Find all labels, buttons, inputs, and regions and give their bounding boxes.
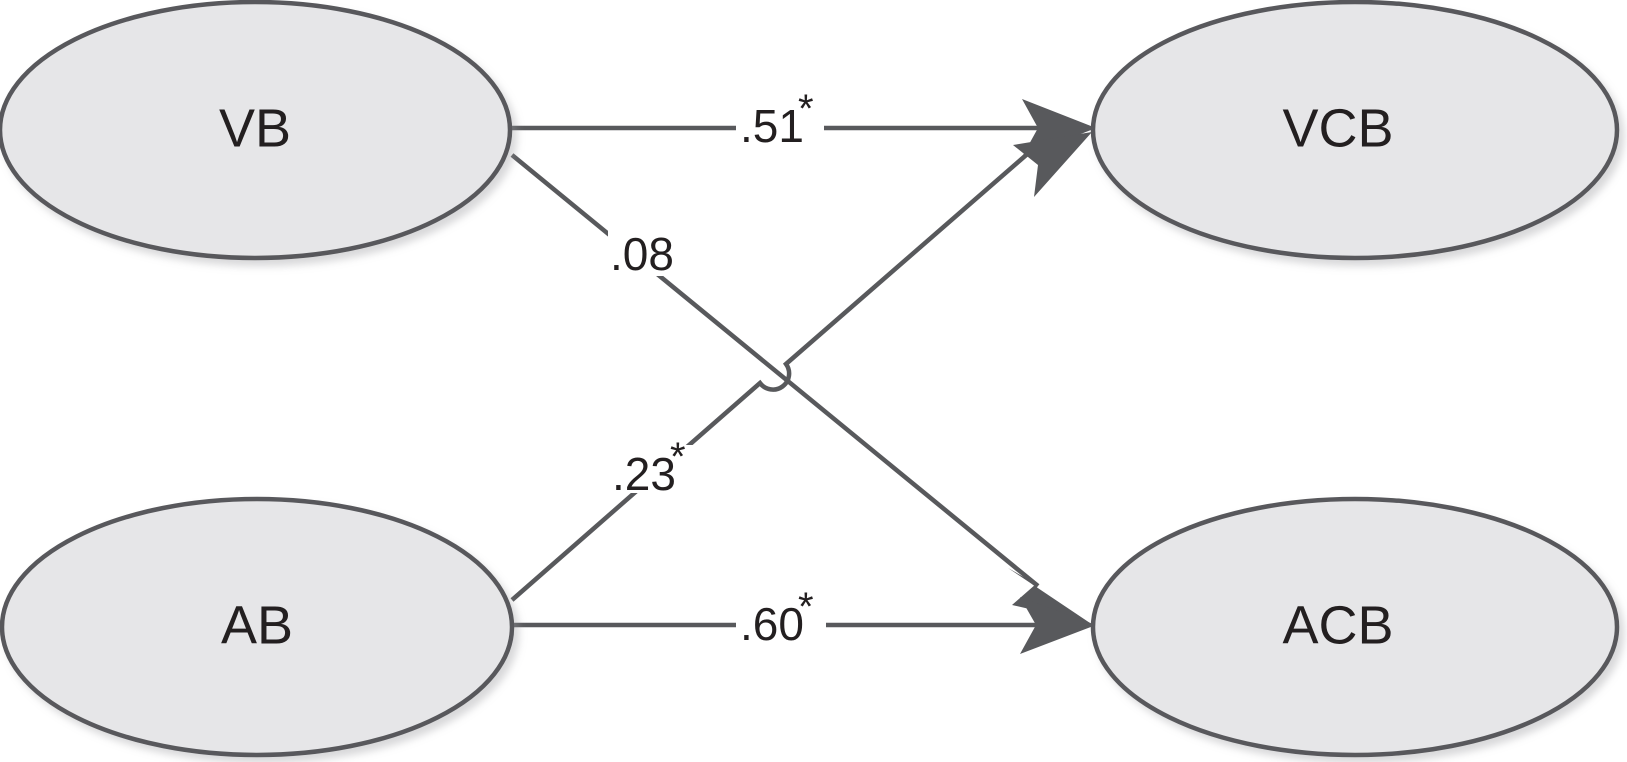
edge-label-ab-acb-mask bbox=[736, 590, 826, 646]
edge-label-ab-vcb-mask bbox=[610, 445, 702, 493]
edge-ab-to-vcb-line bbox=[510, 141, 1042, 602]
edge-label-ab-acb-value: .60 bbox=[740, 598, 804, 650]
node-vb[interactable]: VB bbox=[0, 0, 513, 261]
edge-label-vb-vcb-mask bbox=[736, 92, 824, 148]
node-acb[interactable]: ACB bbox=[1090, 496, 1620, 758]
edge-vb-to-acb-arrowhead bbox=[1008, 568, 1090, 623]
edge-vb-to-acb[interactable] bbox=[510, 153, 1090, 623]
node-acb-label: ACB bbox=[1282, 595, 1393, 655]
edge-label-vb-vcb-star: * bbox=[798, 87, 814, 131]
edge-label-vb-acb-mask bbox=[608, 228, 690, 276]
node-acb-ellipse bbox=[1090, 496, 1620, 758]
edge-label-vb-acb: .08 bbox=[608, 228, 690, 280]
node-vcb-label: VCB bbox=[1282, 98, 1393, 158]
edge-label-vb-acb-value: .08 bbox=[610, 228, 674, 280]
edge-ab-to-vcb[interactable] bbox=[510, 132, 1092, 602]
node-ab-ellipse bbox=[0, 496, 515, 758]
node-vb-ellipse bbox=[0, 0, 513, 261]
edge-label-ab-vcb-star: * bbox=[670, 435, 686, 479]
edge-ab-to-vcb-arrowhead bbox=[1013, 132, 1092, 197]
edge-ab-to-acb-arrowhead bbox=[1020, 597, 1096, 654]
node-ab[interactable]: AB bbox=[0, 496, 515, 758]
edge-label-ab-acb-star: * bbox=[798, 585, 814, 629]
edge-label-ab-vcb-value: .23 bbox=[612, 448, 676, 500]
node-vcb[interactable]: VCB bbox=[1090, 0, 1620, 261]
node-vcb-ellipse bbox=[1090, 0, 1620, 261]
edge-label-ab-acb: .60 * bbox=[736, 585, 826, 650]
node-vb-label: VB bbox=[219, 98, 291, 158]
edge-label-vb-vcb: .51 * bbox=[736, 87, 824, 152]
node-ab-label: AB bbox=[221, 595, 293, 655]
edge-vb-to-acb-line bbox=[510, 153, 1040, 588]
edge-label-vb-vcb-value: .51 bbox=[740, 100, 804, 152]
edge-label-ab-vcb: .23 * bbox=[610, 435, 702, 500]
